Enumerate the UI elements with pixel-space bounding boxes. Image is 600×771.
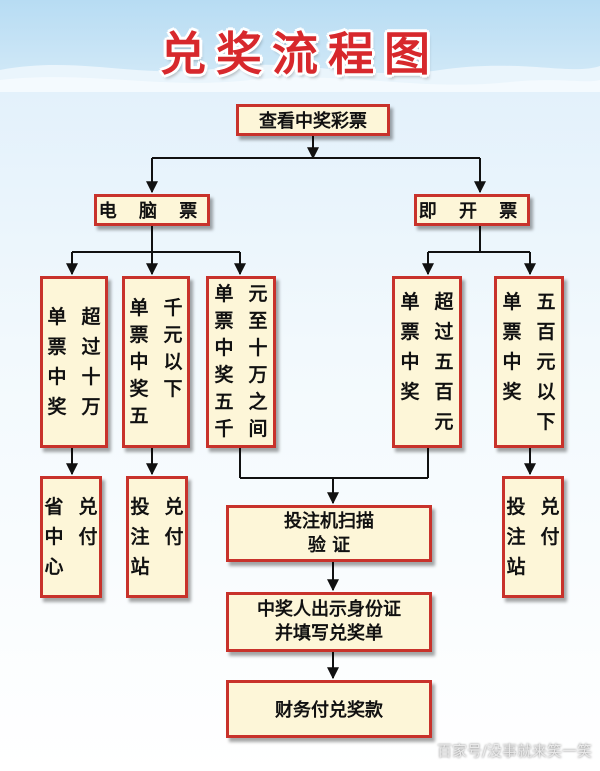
lottery-station-box-left: 投注站 兑付 [126,476,188,598]
computer-ticket-label: 电 脑 票 [98,201,206,222]
view-winning-ticket-label: 查看中奖彩票 [259,111,367,132]
condition-5k-to-100k-col1: 单票中奖五千 [214,283,234,440]
show-id-box: 中奖人出示身份证 并填写兑奖单 [226,592,432,652]
condition-5k-to-100k-box: 单票中奖五千 元至十万之间 [206,276,276,448]
scan-verify-line2: 验 证 [307,534,351,556]
instant-ticket-box: 即 开 票 [414,194,530,226]
show-id-line1: 中奖人出示身份证 [257,599,401,620]
lottery-station-left-col2: 兑付 [164,496,184,548]
provincial-center-box: 省中心 兑付 [40,476,102,598]
view-winning-ticket-box: 查看中奖彩票 [236,104,390,136]
condition-under-5k-col1: 单票中奖五 [129,296,149,427]
watermark: 百家号/没事就来笑一笑 [436,742,592,760]
provincial-center-col2: 兑付 [78,496,98,548]
instant-ticket-label: 即 开 票 [418,201,526,222]
computer-ticket-box: 电 脑 票 [94,194,210,226]
condition-over-100k-col1: 单票中奖 [47,306,67,418]
title-banner [0,0,600,92]
condition-under-500-col1: 单票中奖 [502,291,522,403]
scan-verify-line1: 投注机扫描 [284,510,374,532]
show-id-line2: 并填写兑奖单 [275,623,383,644]
page-title: 兑奖流程图 [160,27,440,81]
finance-payout-box: 财务付兑奖款 [226,680,432,738]
condition-under-5k-box: 单票中奖五 千元以下 [122,276,190,448]
condition-under-5k-col2: 千元以下 [163,296,183,400]
condition-over-100k-col2: 超过十万 [81,306,101,418]
lottery-station-right-col1: 投注站 [506,496,526,578]
condition-over-500-col2: 超过五百元 [434,291,454,433]
condition-under-500-col2: 五百元以下 [536,291,556,433]
condition-5k-to-100k-col2: 元至十万之间 [248,283,268,440]
lottery-station-left-col1: 投注站 [130,496,150,578]
lottery-station-right-col2: 兑付 [540,496,560,548]
provincial-center-col1: 省中心 [44,496,64,578]
condition-over-500-box: 单票中奖 超过五百元 [392,276,462,448]
lottery-station-box-right: 投注站 兑付 [502,476,564,598]
scan-verify-box: 投注机扫描 验 证 [226,505,432,562]
condition-over-500-col1: 单票中奖 [400,291,420,403]
condition-under-500-box: 单票中奖 五百元以下 [494,276,564,448]
condition-over-100k-box: 单票中奖 超过十万 [40,276,108,448]
finance-payout-label: 财务付兑奖款 [275,700,383,721]
